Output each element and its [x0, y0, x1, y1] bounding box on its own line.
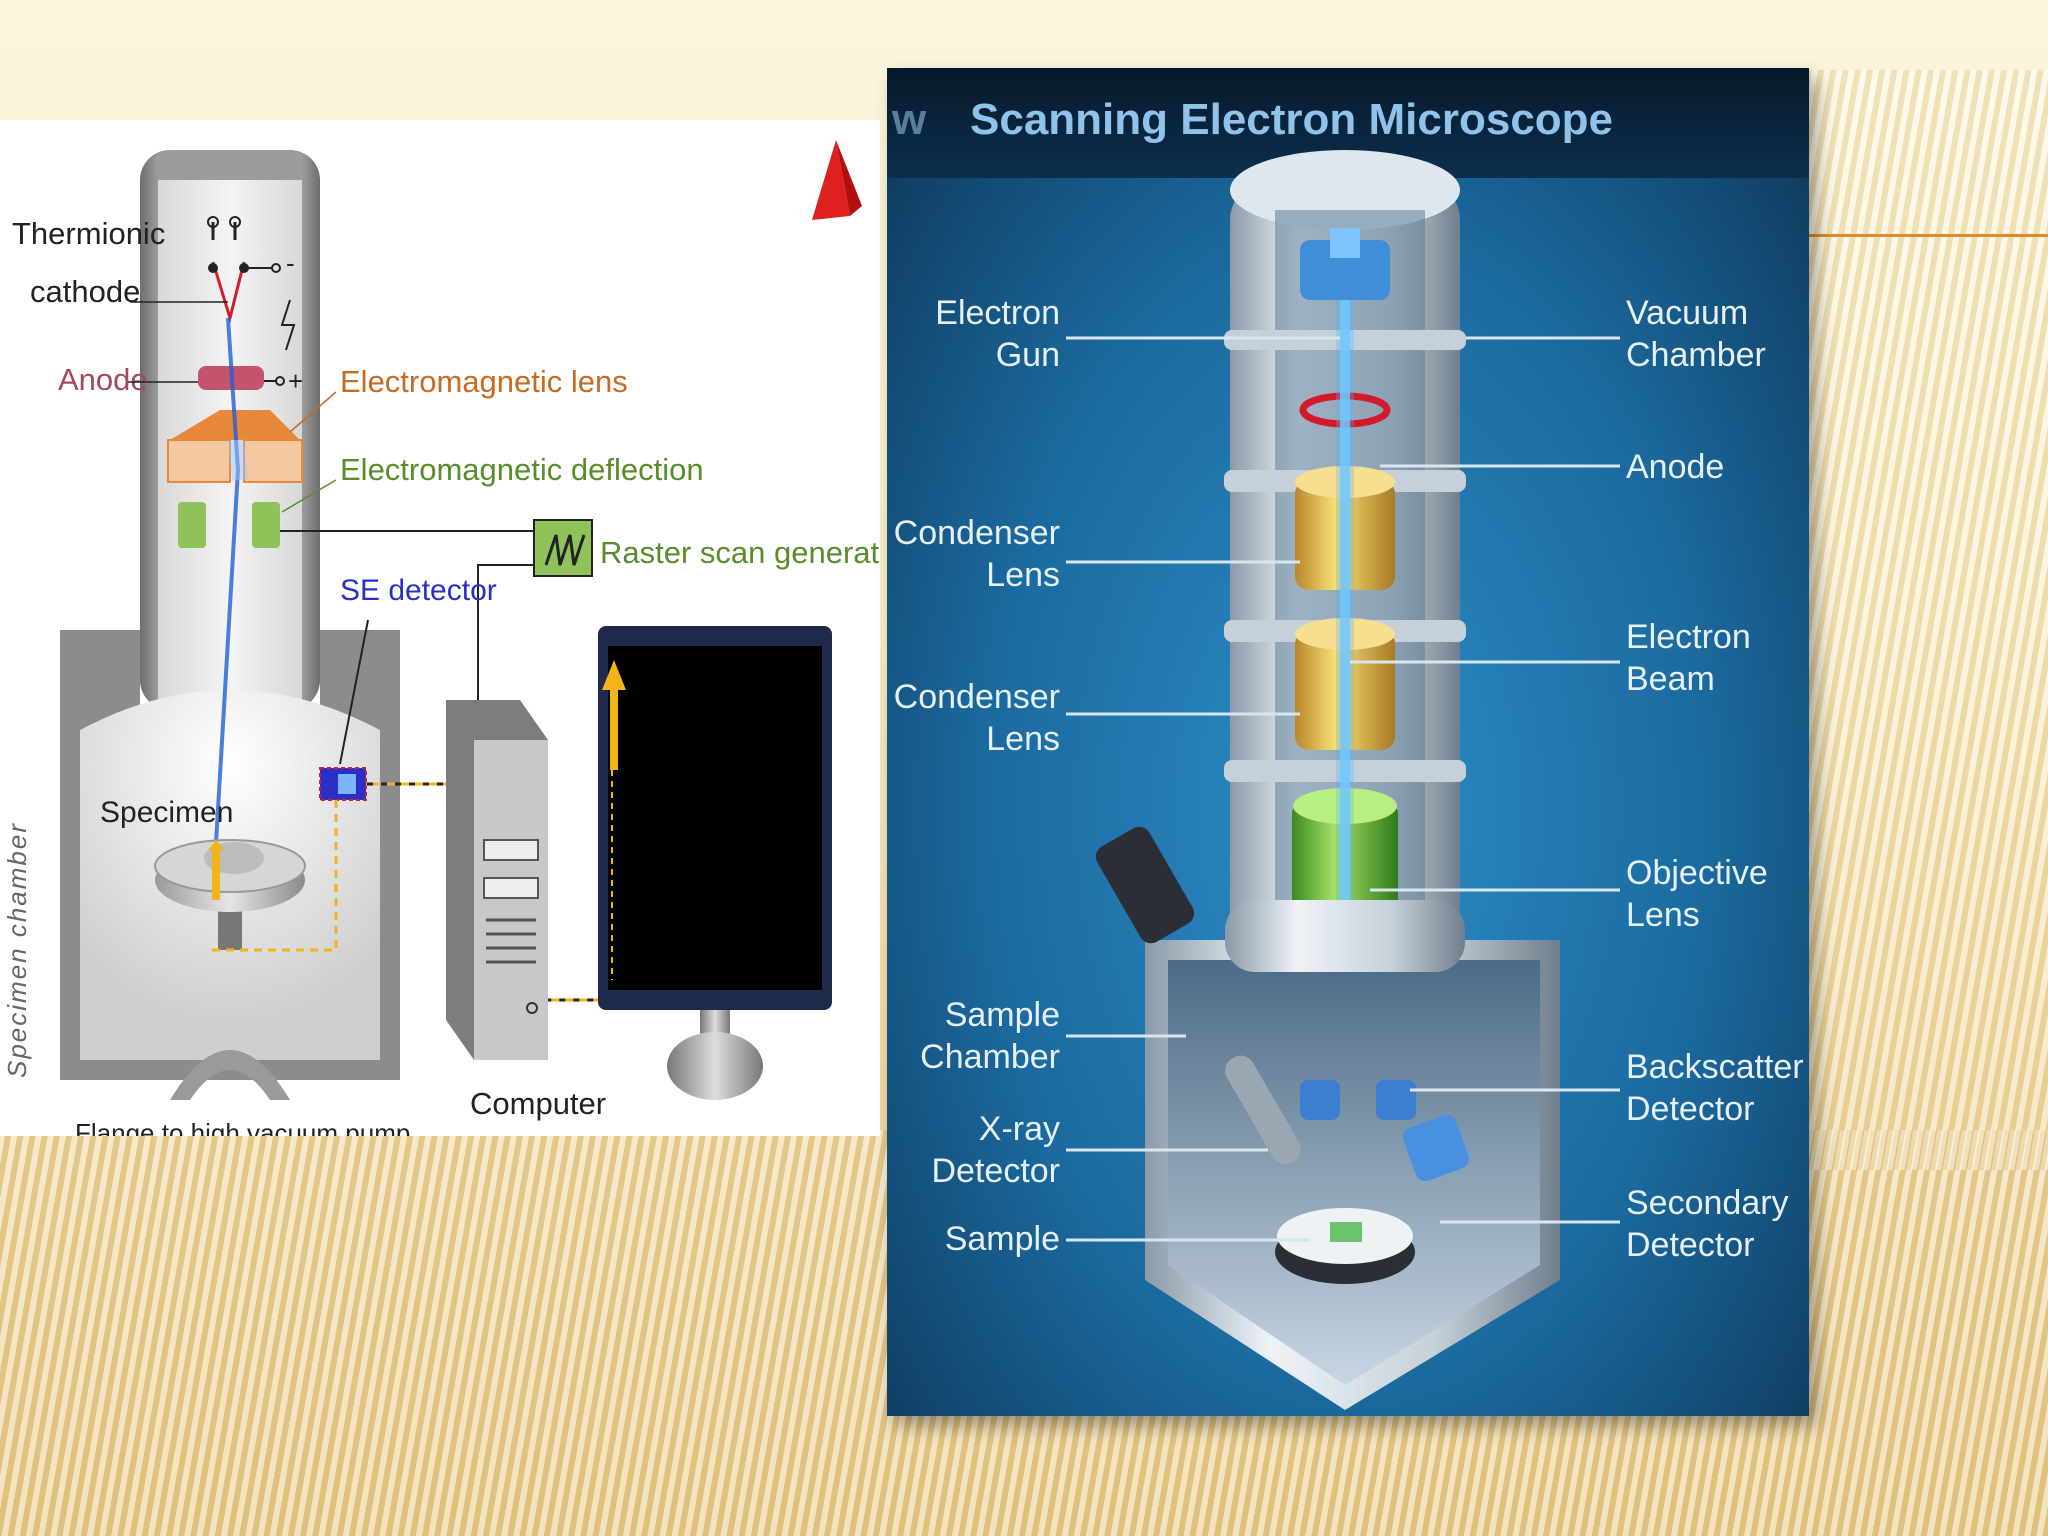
label-condenser-1: Condenser	[894, 514, 1060, 552]
label-lens-obj: Lens	[1626, 896, 1700, 934]
label-computer: Computer	[470, 1086, 606, 1121]
label-specimen-chamber: Specimen chamber	[2, 822, 32, 1078]
label-lens-2: Lens	[986, 720, 1060, 758]
raster-scan-generator	[534, 520, 592, 576]
label-chamber-2: Chamber	[1626, 336, 1766, 374]
deflection-coil-right	[252, 502, 280, 548]
plus-sign: +	[288, 366, 303, 396]
sem-schematic-diagram: - +	[0, 120, 880, 1136]
label-detector-bs: Detector	[1626, 1090, 1755, 1128]
label-sample: Sample	[945, 1220, 1060, 1258]
label-cathode: cathode	[30, 274, 140, 309]
label-anode: Anode	[58, 362, 148, 397]
em-lens-right	[244, 440, 302, 482]
em-lens-left	[168, 440, 230, 482]
label-lens-1: Lens	[986, 556, 1060, 594]
xray-port	[1092, 822, 1199, 947]
label-flange: Flange to high vacuum pump	[75, 1118, 410, 1136]
label-sample-1: Sample	[945, 996, 1060, 1034]
label-se-detector: SE detector	[340, 574, 497, 607]
label-detector-1: Detector	[932, 1152, 1061, 1190]
label-gun: Gun	[996, 336, 1060, 374]
label-anode-right: Anode	[1626, 448, 1724, 486]
sem-schematic-svg: - +	[0, 120, 880, 1136]
backscatter-detector-right	[1376, 1080, 1416, 1120]
label-em-deflection: Electromagnetic deflection	[340, 452, 704, 487]
label-vacuum: Vacuum	[1626, 294, 1748, 332]
label-electron-2: Electron	[1626, 618, 1751, 656]
deflection-coil-left	[178, 502, 206, 548]
label-beam: Beam	[1626, 660, 1715, 698]
title-prefix: w	[891, 95, 927, 144]
sample	[1330, 1222, 1362, 1242]
sem-cutaway-svg: w Scanning Electron Microscope	[887, 68, 1809, 1416]
monitor-stand	[667, 1032, 763, 1100]
label-em-lens: Electromagnetic lens	[340, 364, 628, 399]
label-secondary: Secondary	[1626, 1184, 1789, 1222]
label-chamber: Chamber	[920, 1038, 1060, 1076]
label-specimen: Specimen	[100, 796, 233, 829]
label-xray: X-ray	[979, 1110, 1060, 1148]
label-backscatter: Backscatter	[1626, 1048, 1804, 1086]
accent-line	[1800, 234, 2048, 237]
backscatter-detector-left	[1300, 1080, 1340, 1120]
label-electron: Electron	[935, 294, 1060, 332]
label-raster: Raster scan generator	[600, 535, 880, 570]
label-condenser-2: Condenser	[894, 678, 1060, 716]
label-objective: Objective	[1626, 854, 1768, 892]
minus-sign: -	[286, 248, 295, 278]
sem-cutaway-illustration: w Scanning Electron Microscope	[887, 68, 1809, 1416]
diagram-title: Scanning Electron Microscope	[970, 95, 1613, 144]
label-detector-sec: Detector	[1626, 1226, 1755, 1264]
monitor-screen	[608, 646, 822, 990]
label-thermionic: Thermionic	[12, 216, 165, 251]
